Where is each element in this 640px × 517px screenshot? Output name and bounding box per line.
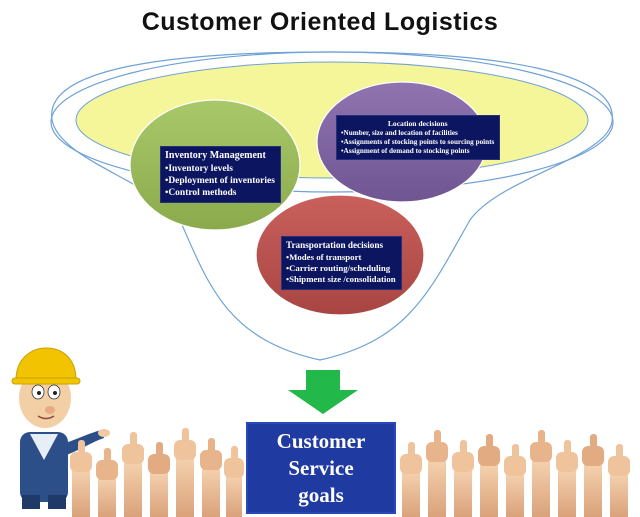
inventory-item: •Deployment of inventories: [165, 175, 275, 186]
goals-line: Customer: [276, 428, 366, 453]
transportation-decisions-box: Transportation decisions •Modes of trans…: [281, 236, 402, 290]
transportation-item: •Carrier routing/scheduling: [286, 263, 391, 274]
inventory-heading: Inventory Management: [165, 150, 266, 161]
location-item: •Assignments of stocking points to sourc…: [341, 137, 495, 146]
thumbs-up-hands-left: [70, 428, 244, 517]
worker-figure: [11, 347, 110, 509]
location-decisions-box: Location decisions •Number, size and loc…: [336, 115, 501, 161]
location-item: •Assignment of demand to stocking points: [341, 147, 470, 156]
thumbs-up-hands-right: [400, 430, 630, 517]
transportation-heading: Transportation decisions: [286, 240, 384, 250]
goals-line: goals: [298, 482, 344, 507]
transportation-item: •Modes of transport: [286, 251, 362, 262]
hard-hat-icon: [15, 347, 77, 381]
inventory-item: •Inventory levels: [165, 163, 233, 174]
location-item: •Number, size and location of facilities: [341, 128, 458, 137]
funnel-rim-outer: [50, 51, 614, 193]
inventory-item: •Control methods: [165, 188, 237, 199]
goals-line: Service: [288, 455, 354, 480]
customer-service-goals-box: Customer Service goals: [246, 422, 396, 514]
down-arrow-icon: [288, 370, 358, 414]
page-title: Customer Oriented Logistics: [141, 8, 499, 36]
transportation-item: •Shipment size /consolidation: [286, 274, 396, 285]
location-heading: Location decisions: [387, 119, 448, 128]
inventory-management-box: Inventory Management •Inventory levels •…: [160, 146, 281, 204]
